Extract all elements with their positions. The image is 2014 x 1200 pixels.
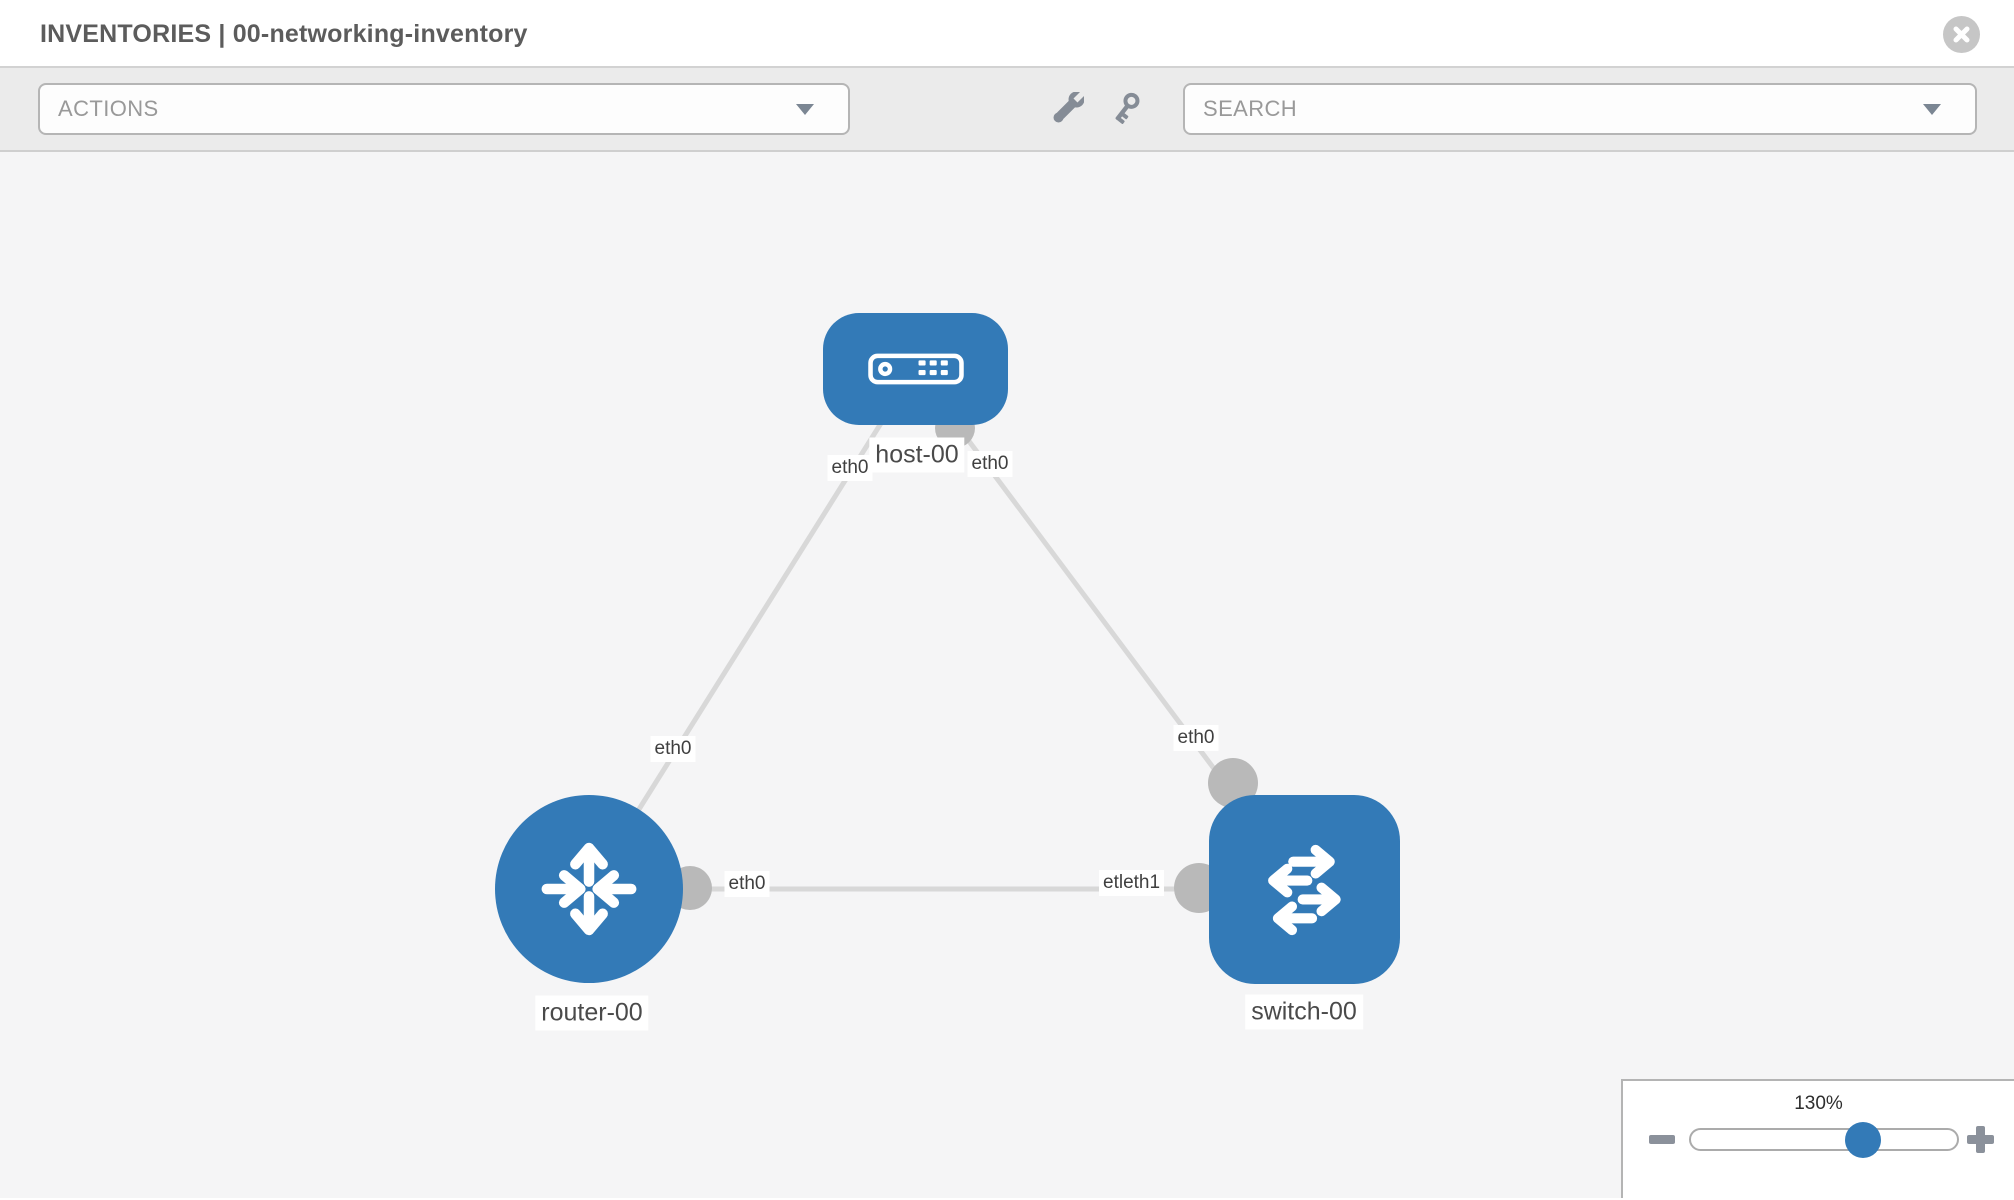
topology-canvas[interactable]: host-00 router-00 switch-00 eth0 eth0 et…	[0, 152, 2014, 1198]
node-router-00[interactable]	[495, 795, 683, 983]
toolbar: ACTIONS SEARCH	[0, 68, 2014, 152]
actions-dropdown[interactable]: ACTIONS	[38, 83, 850, 135]
search-dropdown[interactable]: SEARCH	[1183, 83, 1977, 135]
node-switch-00[interactable]	[1209, 795, 1400, 984]
chevron-down-icon	[1923, 104, 1941, 115]
zoom-level-readout: 130%	[1794, 1093, 1843, 1114]
interface-label: eth0	[650, 736, 696, 762]
actions-dropdown-value: ACTIONS	[58, 96, 159, 121]
router-arrows-icon	[541, 842, 637, 936]
interface-label: eth1	[1123, 872, 1161, 893]
header: INVENTORIES | 00-networking-inventory	[0, 0, 2014, 68]
search-dropdown-value: SEARCH	[1203, 96, 1298, 121]
node-label-router: router-00	[535, 995, 649, 1031]
interface-label-overlapped: etleth1	[1099, 870, 1165, 896]
page-title: INVENTORIES | 00-networking-inventory	[40, 20, 528, 48]
zoom-slider-thumb[interactable]	[1844, 1121, 1881, 1158]
wrench-icon[interactable]	[1050, 92, 1084, 126]
key-icon[interactable]	[1115, 92, 1149, 126]
interface-label: eth0	[827, 455, 873, 481]
interface-label: eth0	[1173, 725, 1219, 751]
node-label-host: host-00	[869, 437, 965, 473]
zoom-slider-track[interactable]	[1689, 1121, 1959, 1158]
links-layer	[586, 367, 1307, 913]
zoom-out-minus-icon[interactable]	[1649, 1135, 1675, 1144]
zoom-control-panel: 130%	[1621, 1079, 2014, 1198]
interface-label: eth0	[724, 871, 770, 897]
close-button[interactable]	[1943, 16, 1980, 53]
node-host-00[interactable]	[823, 313, 1008, 425]
interface-label-partial: etl	[1103, 872, 1124, 893]
zoom-in-plus-icon[interactable]	[1967, 1126, 1994, 1153]
server-icon	[867, 353, 964, 385]
node-label-switch: switch-00	[1245, 994, 1363, 1030]
chevron-down-icon	[796, 104, 814, 115]
close-icon	[1953, 26, 1970, 43]
switch-arrows-icon	[1267, 844, 1341, 935]
interface-label: eth0	[967, 451, 1013, 477]
